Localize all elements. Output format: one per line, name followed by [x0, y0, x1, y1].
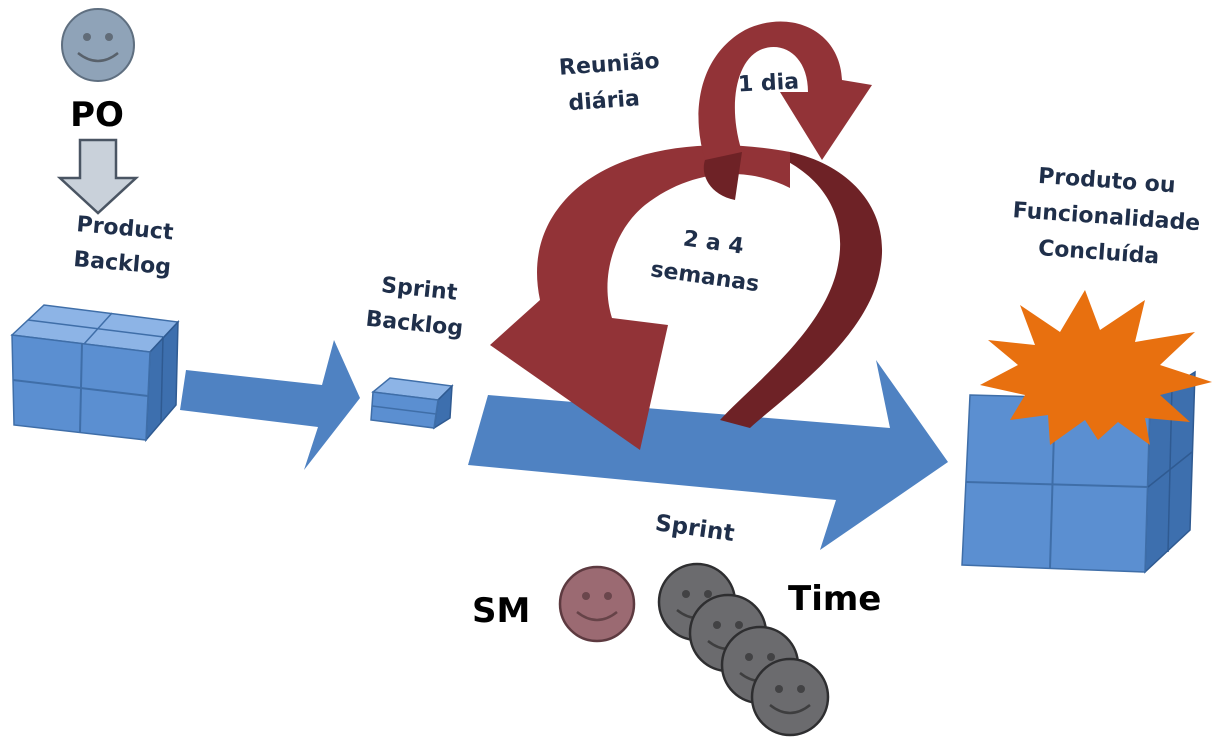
team-label: Time	[788, 579, 881, 619]
one-day-label: 1 dia	[737, 69, 799, 97]
finished-product-label: Produto ou Funcionalidade Concluída	[1012, 164, 1201, 270]
daily-cycle-loop	[698, 21, 872, 200]
svg-text:Reunião: Reunião	[558, 49, 660, 81]
po-down-arrow	[56, 138, 140, 215]
svg-text:semanas: semanas	[649, 257, 761, 297]
weeks-label: 2 a 4 semanas	[649, 226, 761, 297]
svg-text:Backlog: Backlog	[72, 247, 172, 280]
sprint-backlog-label: Sprint Backlog	[364, 273, 464, 342]
svg-text:Funcionalidade: Funcionalidade	[1012, 198, 1201, 236]
sm-label: SM	[472, 591, 530, 631]
svg-text:Produto ou: Produto ou	[1037, 164, 1176, 199]
svg-text:2 a 4: 2 a 4	[682, 226, 746, 259]
svg-text:Product: Product	[76, 212, 175, 245]
finished-product-cube	[961, 370, 1196, 574]
product-backlog-cube	[10, 304, 180, 443]
completion-burst-icon	[980, 290, 1212, 445]
backlog-to-sprint-arrow	[180, 340, 360, 470]
po-face-icon	[61, 8, 135, 82]
team-member-face-icon	[750, 657, 830, 737]
sprint-backlog-cube	[370, 377, 454, 430]
svg-text:Backlog: Backlog	[364, 307, 464, 342]
svg-text:Sprint: Sprint	[380, 273, 459, 306]
sprint-cycle-loop	[490, 145, 883, 450]
product-backlog-label: Product Backlog	[72, 212, 175, 280]
team-faces	[657, 562, 830, 737]
sm-face-icon	[558, 565, 636, 643]
sprint-label: Sprint	[654, 510, 736, 547]
po-label: PO	[70, 95, 124, 135]
svg-text:diária: diária	[568, 86, 641, 116]
svg-text:Concluída: Concluída	[1037, 236, 1160, 269]
daily-meeting-label: Reunião diária	[558, 49, 660, 116]
